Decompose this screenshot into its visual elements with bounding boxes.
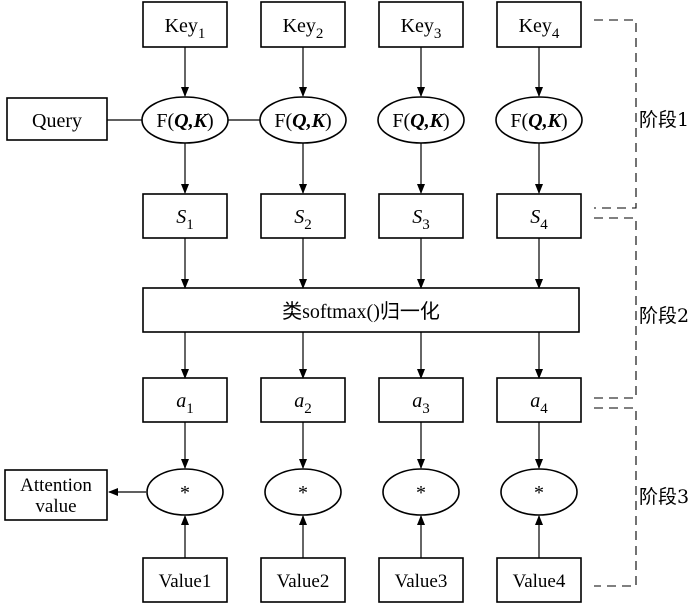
key-label-1-subscript: 1 [198,26,206,42]
stage-3-label: 阶段3 [639,486,689,508]
multiply-symbol-2: * [298,482,308,504]
attention-value-line2: value [35,496,76,517]
function-q-4: Q [528,110,542,132]
key-label-1: Key1 [165,15,206,42]
score-label-3: S3 [412,206,430,233]
weight-label-1-subscript: 1 [186,401,194,417]
function-comma-2: , [306,110,312,132]
weight-label-1-base: a [176,390,186,412]
value-box-3 [378,557,464,603]
similarity-function-label-4: F(Q,K) [510,110,567,132]
weight-label-4-base: a [530,390,540,412]
function-q-3: Q [410,110,424,132]
function-prefix-2: F( [274,110,292,132]
function-prefix-4: F( [510,110,528,132]
similarity-function-label-3: F(Q,K) [392,110,449,132]
weight-label-3-base: a [412,390,422,412]
query-label: Query [32,110,82,132]
score-box-4 [496,193,582,239]
function-prefix-1: F( [156,110,174,132]
weight-label-1: a1 [176,390,194,417]
softmax-label: 类softmax()归一化 [282,300,440,323]
attention-value-line1: Attention [20,475,92,496]
function-k-4: K [547,110,563,132]
stage-brackets [594,19,637,587]
softmax-box [142,287,580,333]
query-box [6,97,108,141]
softmax-group: 类softmax()归一化 [142,287,580,333]
function-suffix-3: ) [443,110,450,132]
score-label-2-base: S [294,206,304,228]
function-k-2: K [311,110,327,132]
attention-value-box [4,469,108,521]
function-k-3: K [429,110,445,132]
weight-label-3-subscript: 3 [422,401,430,417]
stage-1-label: 阶段1 [639,109,689,131]
function-k-1: K [193,110,209,132]
weight-label-4: a4 [530,390,548,417]
value-label-1: Value1 [159,571,212,592]
key-label-3: Key3 [401,15,442,42]
attention-output-group: Attention value [4,469,146,521]
function-suffix-1: ) [207,110,214,132]
score-label-1: S1 [176,206,194,233]
score-box-1 [142,193,228,239]
multiply-symbol-4: * [534,482,544,504]
stage1-bracket [594,19,637,209]
score-box-3 [378,193,464,239]
score-label-4-base: S [530,206,540,228]
key-label-3-base: Key [401,15,434,37]
score-label-2: S2 [294,206,312,233]
score-label-3-subscript: 3 [422,217,430,233]
key-box-3 [378,1,464,48]
function-comma-4: , [542,110,548,132]
value-label-4: Value4 [513,571,566,592]
key-label-4-subscript: 4 [552,26,560,42]
function-comma-3: , [424,110,430,132]
value-label-2: Value2 [277,571,330,592]
score-label-1-base: S [176,206,186,228]
similarity-function-label-1: F(Q,K) [156,110,213,132]
key-box-1 [142,1,228,48]
key-label-2-subscript: 2 [316,26,324,42]
function-suffix-2: ) [325,110,332,132]
similarity-function-label-2: F(Q,K) [274,110,331,132]
columns: Key1F(Q,K)S1a1*Value1Key2F(Q,K)S2a2*Valu… [141,1,583,603]
function-prefix-3: F( [392,110,410,132]
score-label-2-subscript: 2 [304,217,312,233]
score-label-4-subscript: 4 [540,217,548,233]
weight-label-4-subscript: 4 [540,401,548,417]
query-group: Query [6,97,146,141]
function-comma-1: , [188,110,194,132]
stage2-bracket [594,217,637,399]
key-label-1-base: Key [165,15,198,37]
key-label-2-base: Key [283,15,316,37]
stage-2-label: 阶段2 [639,305,689,327]
key-label-4: Key4 [519,15,560,42]
weight-label-3: a3 [412,390,430,417]
function-q-2: Q [292,110,306,132]
weight-label-2: a2 [294,390,312,417]
key-box-4 [496,1,582,48]
function-q-1: Q [174,110,188,132]
key-label-2: Key2 [283,15,324,42]
function-suffix-4: ) [561,110,568,132]
value-box-1 [142,557,228,603]
score-label-4: S4 [530,206,548,233]
score-label-1-subscript: 1 [186,217,194,233]
multiply-symbol-1: * [180,482,190,504]
key-label-3-subscript: 3 [434,26,442,42]
stage3-bracket [594,407,637,587]
key-label-4-base: Key [519,15,552,37]
multiply-symbol-3: * [416,482,426,504]
value-label-3: Value3 [395,571,448,592]
weight-label-2-base: a [294,390,304,412]
weight-label-2-subscript: 2 [304,401,312,417]
score-label-3-base: S [412,206,422,228]
